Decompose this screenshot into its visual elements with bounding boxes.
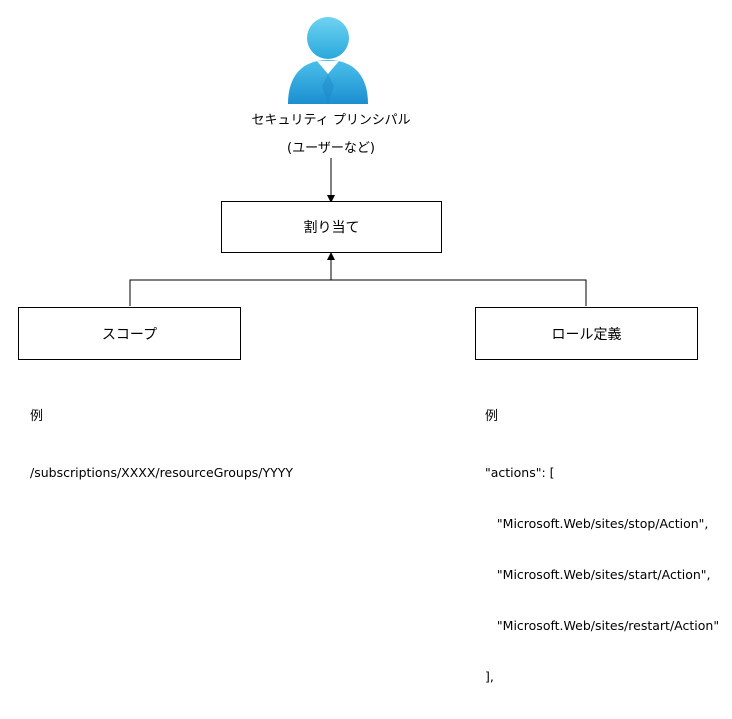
role-example-line: "Microsoft.Web/sites/start/Action", (485, 567, 711, 582)
scope-example: 例 /subscriptions/XXXX/resourceGroups/YYY… (30, 374, 293, 515)
role-definition-label: ロール定義 (551, 326, 622, 343)
diagram-canvas: セキュリティ プリンシパル (ユーザーなど) 割り当て スコープ ロール定義 例… (18, 17, 719, 684)
role-definition-example: 例 "actions": [ "Microsoft.Web/sites/stop… (485, 374, 719, 719)
scope-example-heading: 例 (30, 409, 44, 424)
principal-label-line1: セキュリティ プリンシパル (251, 113, 411, 128)
role-definition-box: ロール定義 (475, 307, 698, 360)
scope-example-text: /subscriptions/XXXX/resourceGroups/YYYY (30, 465, 294, 480)
scope-box: スコープ (18, 307, 241, 360)
connector-lines (129, 158, 587, 306)
role-example-line: ], (485, 669, 494, 684)
role-example-line: "Microsoft.Web/sites/restart/Action" (485, 618, 720, 633)
role-example-line: "actions": [ (485, 465, 555, 480)
connector-scope-branch (129, 279, 587, 306)
role-example-heading: 例 (485, 409, 499, 424)
assignment-box: 割り当て (221, 201, 442, 253)
principal-label: セキュリティ プリンシパル (ユーザーなど) (196, 107, 466, 163)
assignment-label: 割り当て (303, 220, 360, 236)
user-icon (288, 17, 368, 104)
role-example-line: "Microsoft.Web/sites/stop/Action", (485, 516, 709, 531)
principal-label-line2: (ユーザーなど) (287, 141, 375, 156)
scope-label: スコープ (101, 326, 158, 343)
